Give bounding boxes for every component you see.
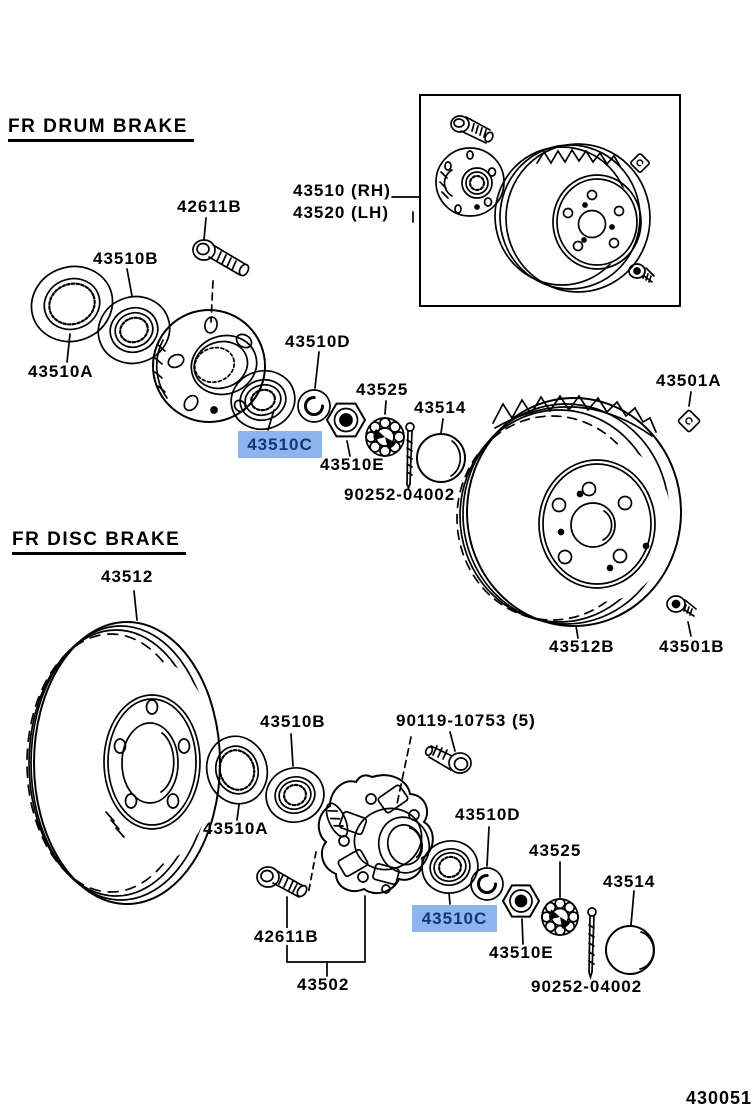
drum-lock-cap-drawing <box>365 417 405 457</box>
disc-washer-drawing <box>470 867 504 901</box>
label-drum-hub-lh: 43520 (LH) <box>293 203 389 222</box>
label-disc-thrust-washer: 43510D <box>455 805 521 824</box>
label-disc-rotor: 43512 <box>101 567 154 586</box>
disc-section-title: FR DISC BRAKE <box>12 530 187 555</box>
drum-hub-bolt-drawing <box>192 217 250 323</box>
label-disc-inner-bearing-highlighted[interactable]: 43510C <box>412 905 497 932</box>
drum-oil-seal-drawing <box>30 265 114 343</box>
label-disc-hub-bolt: 42611B <box>252 927 321 946</box>
drum-hub-box <box>391 94 681 307</box>
label-drum-nut-lock-cap: 43525 <box>356 380 409 399</box>
label-drum-outer-bearing: 43510B <box>93 249 159 268</box>
label-disc-grease-cap: 43514 <box>603 872 656 891</box>
drum-screw-drawing <box>666 595 697 637</box>
box-bolt-drawing <box>450 115 494 144</box>
disc-lock-nut-drawing <box>501 884 541 918</box>
disc-inner-bearing-drawing <box>421 840 479 894</box>
label-drum-inner-bearing-highlighted[interactable]: 43510C <box>238 431 322 458</box>
label-drum-lock-nut: 43510E <box>320 455 385 474</box>
label-drum-clip: 43501A <box>656 371 722 390</box>
disc-hub-bolt-drawing <box>256 851 317 898</box>
page-number: 430051 <box>686 1088 753 1108</box>
disc-oil-seal-drawing <box>205 735 269 805</box>
disc-grease-cap-drawing <box>605 925 655 975</box>
label-drum-cotter-pin: 90252-04002 <box>344 485 456 504</box>
label-disc-axle-hub: 43502 <box>297 975 350 994</box>
label-drum-brake-drum: 43512B <box>549 637 615 656</box>
disc-cotter-pin-drawing <box>587 907 597 980</box>
box-clip-drawing <box>630 153 650 173</box>
disc-hub-bolt-set-drawing <box>395 731 472 810</box>
disc-outer-bearing-drawing <box>265 767 325 823</box>
drum-cotter-pin-drawing <box>405 422 415 491</box>
drum-lock-nut-drawing <box>325 402 367 438</box>
label-disc-hub-bolt-set: 90119-10753 (5) <box>396 711 536 730</box>
label-drum-grease-cap: 43514 <box>414 398 467 417</box>
disc-lock-cap-drawing <box>540 897 580 937</box>
label-disc-outer-bearing: 43510B <box>260 712 326 731</box>
label-drum-oil-seal: 43510A <box>28 362 94 381</box>
label-disc-lock-nut: 43510E <box>489 943 554 962</box>
label-disc-nut-lock-cap: 43525 <box>529 841 582 860</box>
drum-brake-drum-drawing <box>456 394 682 639</box>
drum-hub-drawing <box>152 309 266 423</box>
label-drum-thrust-washer: 43510D <box>285 332 351 351</box>
drum-section-title: FR DRUM BRAKE <box>8 117 194 142</box>
disc-rotor-drawing <box>26 590 221 905</box>
box-drum-drawing <box>494 143 651 293</box>
disc-axle-hub-drawing <box>317 774 434 895</box>
drum-inner-bearing-drawing <box>230 369 296 431</box>
label-drum-hub-rh: 43510 (RH) <box>293 181 391 200</box>
label-drum-screw: 43501B <box>659 637 725 656</box>
drum-grease-cap-drawing <box>416 433 466 483</box>
drum-clip-drawing <box>677 391 701 433</box>
drum-washer-drawing <box>297 389 331 423</box>
label-disc-cotter-pin: 90252-04002 <box>531 977 643 996</box>
label-disc-oil-seal: 43510A <box>203 819 269 838</box>
drum-outer-bearing-drawing <box>97 295 171 365</box>
label-drum-hub-bolt: 42611B <box>177 197 242 216</box>
box-hub-drawing <box>435 147 505 217</box>
box-screw-drawing <box>628 263 655 283</box>
